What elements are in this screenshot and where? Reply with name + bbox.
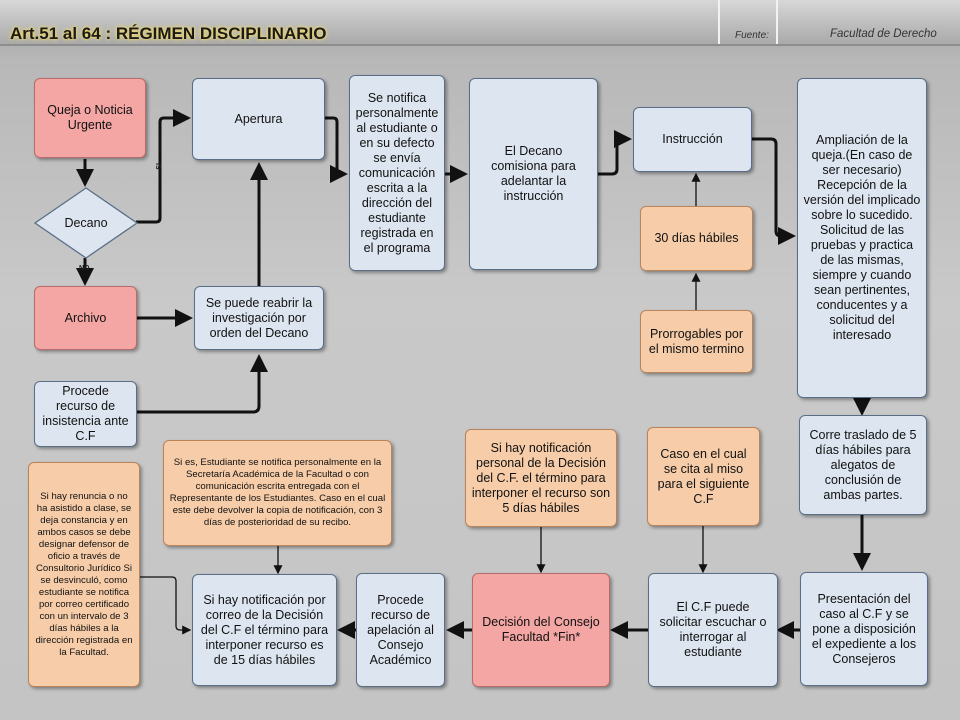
edge-insistencia-reabrir xyxy=(137,354,268,414)
header-separator xyxy=(776,0,778,44)
renuncia-node: Si hay renuncia o no ha asistido a clase… xyxy=(28,462,140,687)
cf-solicitar-node: El C.F puede solicitar escuchar o interr… xyxy=(648,573,778,687)
prorrogables-node: Prorrogables por el mismo termino xyxy=(640,310,753,373)
apelacion-node: Procede recurso de apelación al Consejo … xyxy=(356,573,445,687)
recurso-insistencia-node: Procede recurso de insistencia ante C.F xyxy=(34,381,137,447)
page-title: Art.51 al 64 : RÉGIMEN DISCIPLINARIO xyxy=(10,24,327,43)
edge-renuncia-correo xyxy=(140,576,192,635)
source-name: Facultad de Derecho xyxy=(830,28,937,40)
si-estudiante-node: Si es, Estudiante se notifica personalme… xyxy=(163,440,392,546)
notifica-node: Se notifica personalmente al estudiante … xyxy=(349,75,445,271)
notif-personal-node: Si hay notificación personal de la Decis… xyxy=(465,429,617,527)
header-separator xyxy=(718,0,720,44)
decano-label: Decano xyxy=(64,215,108,230)
edge-label-si: SI xyxy=(156,163,163,170)
ampliacion-node: Ampliación de la queja.(En caso de ser n… xyxy=(797,78,927,398)
edge-apertura-notifica xyxy=(325,116,348,183)
decano-comisiona-node: El Decano comisiona para adelantar la in… xyxy=(469,78,598,270)
queja-node: Queja o Noticia Urgente xyxy=(34,78,146,158)
header-bar xyxy=(0,0,960,46)
notif-correo-node: Si hay notificación por correo de la Dec… xyxy=(192,574,337,686)
edge-decano-apertura xyxy=(136,109,191,224)
reabrir-node: Se puede reabrir la investigación por or… xyxy=(194,286,324,350)
archivo-node: Archivo xyxy=(34,286,137,350)
instruccion-node: Instrucción xyxy=(633,107,752,172)
edge-label-no: NO xyxy=(79,265,90,272)
caso-cita-node: Caso en el cual se cita al miso para el … xyxy=(647,427,760,526)
traslado-node: Corre traslado de 5 días hábiles para al… xyxy=(799,415,927,515)
presentacion-node: Presentación del caso al C.F y se pone a… xyxy=(800,572,928,686)
edge-comisiona-instruccion xyxy=(598,130,632,176)
source-label: Fuente: xyxy=(735,30,769,41)
apertura-node: Apertura xyxy=(192,78,325,160)
decano-decision-diamond xyxy=(33,187,139,259)
dias-30-node: 30 días hábiles xyxy=(640,206,753,271)
header-divider xyxy=(0,44,960,46)
edge-instruccion-ampliacion xyxy=(752,137,796,245)
decision-node: Decisión del Consejo Facultad *Fin* xyxy=(472,573,610,687)
